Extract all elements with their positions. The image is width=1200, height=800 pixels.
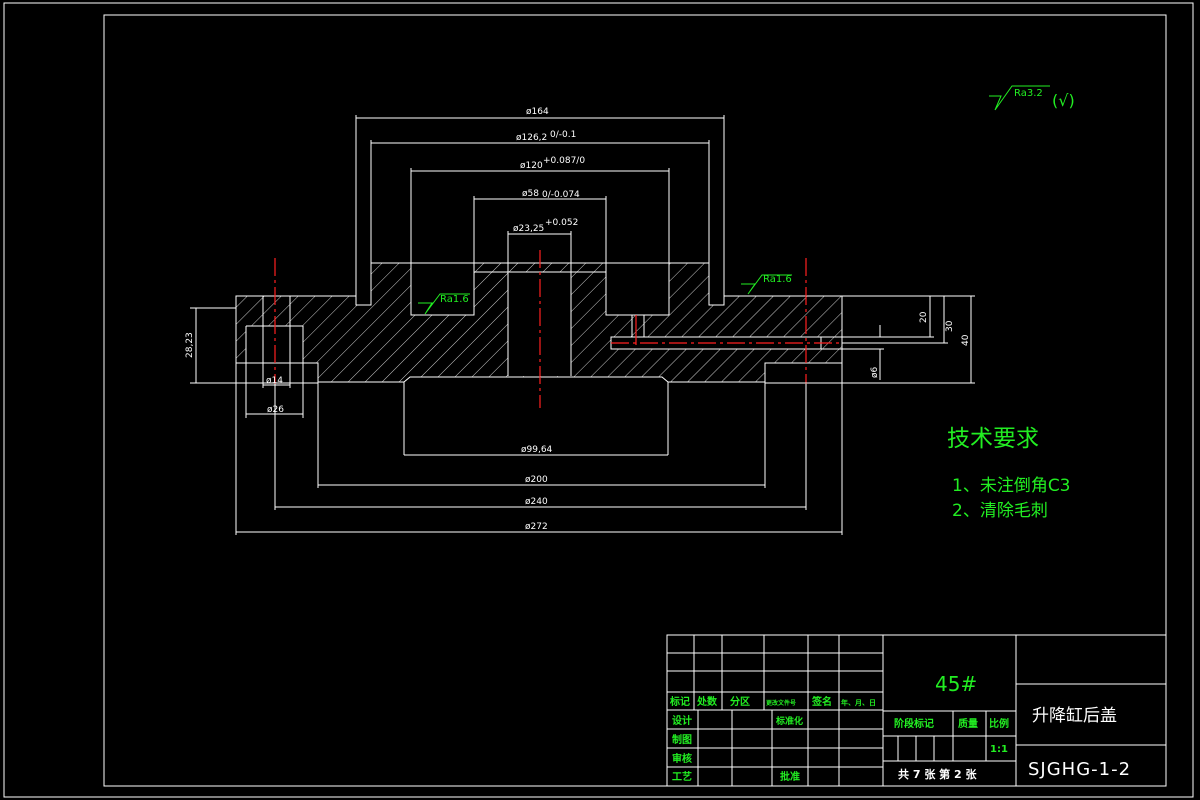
dim-d126-tol: 0/-0.1 (550, 130, 576, 140)
center-lines (274, 250, 840, 408)
dimension-lines (190, 115, 975, 535)
dim-h20: 20 (919, 311, 929, 323)
section-outline (235, 262, 843, 455)
dim-d164: ø164 (526, 107, 549, 117)
tb-approve: 批准 (780, 770, 800, 783)
dim-d58-tol: 0/-0.074 (542, 190, 580, 200)
tech-item-1: 1、未注倒角C3 (952, 476, 1071, 496)
outer-border (3, 2, 1194, 798)
dimension-texts: ø164 ø126,2 0/-0.1 ø120 +0.087/0 ø58 0/-… (185, 107, 971, 532)
tech-item-2: 2、清除毛刺 (952, 501, 1048, 521)
tb-rev-file: 更改文件号 (766, 699, 796, 707)
dim-h30: 30 (945, 320, 955, 332)
dim-h28: 28,23 (185, 332, 195, 358)
dim-d99: ø99,64 (521, 445, 553, 455)
dim-d23: ø23,25 (513, 224, 544, 234)
tb-scale: 1:1 (990, 744, 1008, 755)
ra32-text: Ra3.2 (1014, 88, 1043, 99)
tb-standardize: 标准化 (775, 715, 803, 727)
tb-design: 设计 (672, 714, 692, 727)
ra16-left-text: Ra1.6 (440, 294, 469, 305)
roughness-symbols: Ra3.2 (√) Ra1.6 Ra1.6 (418, 85, 1075, 315)
tb-draw: 制图 (672, 733, 692, 746)
tb-weight: 质量 (958, 717, 978, 730)
dim-d200: ø200 (525, 475, 548, 485)
ra32-suffix: (√) (1052, 91, 1075, 110)
tb-rev-mark: 标记 (669, 695, 690, 708)
tb-rev-date: 年、月、日 (841, 698, 876, 707)
tech-requirements: 技术要求 1、未注倒角C3 2、清除毛刺 (947, 426, 1071, 521)
tb-sheets: 共 7 张 第 2 张 (898, 767, 977, 781)
tb-material: 45# (935, 672, 977, 696)
dim-d6: ø6 (870, 366, 880, 378)
tb-part-name: 升降缸后盖 (1032, 705, 1117, 726)
tb-rev-count: 处数 (696, 695, 718, 708)
dim-d26: ø26 (267, 405, 284, 415)
tb-rev-sign: 签名 (811, 695, 832, 708)
dim-d120-tol: +0.087/0 (543, 156, 585, 166)
dim-d120: ø120 (520, 161, 543, 171)
dim-d58: ø58 (522, 189, 539, 199)
dim-d126: ø126,2 (516, 133, 547, 143)
dim-d14: ø14 (266, 376, 283, 386)
inner-border (103, 14, 1167, 787)
tb-stage: 阶段标记 (894, 717, 934, 730)
dim-d272: ø272 (525, 522, 548, 532)
dim-h40: 40 (961, 334, 971, 346)
title-block: 标记 处数 分区 更改文件号 签名 年、月、日 设计 标准化 制图 审核 工艺 … (666, 634, 1167, 787)
dim-d240: ø240 (525, 497, 548, 507)
tb-rev-zone: 分区 (730, 695, 750, 708)
ra16-right-text: Ra1.6 (763, 274, 792, 285)
tb-process: 工艺 (672, 770, 692, 783)
tb-review: 审核 (672, 752, 692, 765)
tech-title: 技术要求 (947, 426, 1039, 452)
dim-d23-tol: +0.052 (545, 218, 578, 228)
tb-drawing-no: SJGHG-1-2 (1028, 759, 1131, 780)
tb-scale-label: 比例 (989, 717, 1009, 730)
